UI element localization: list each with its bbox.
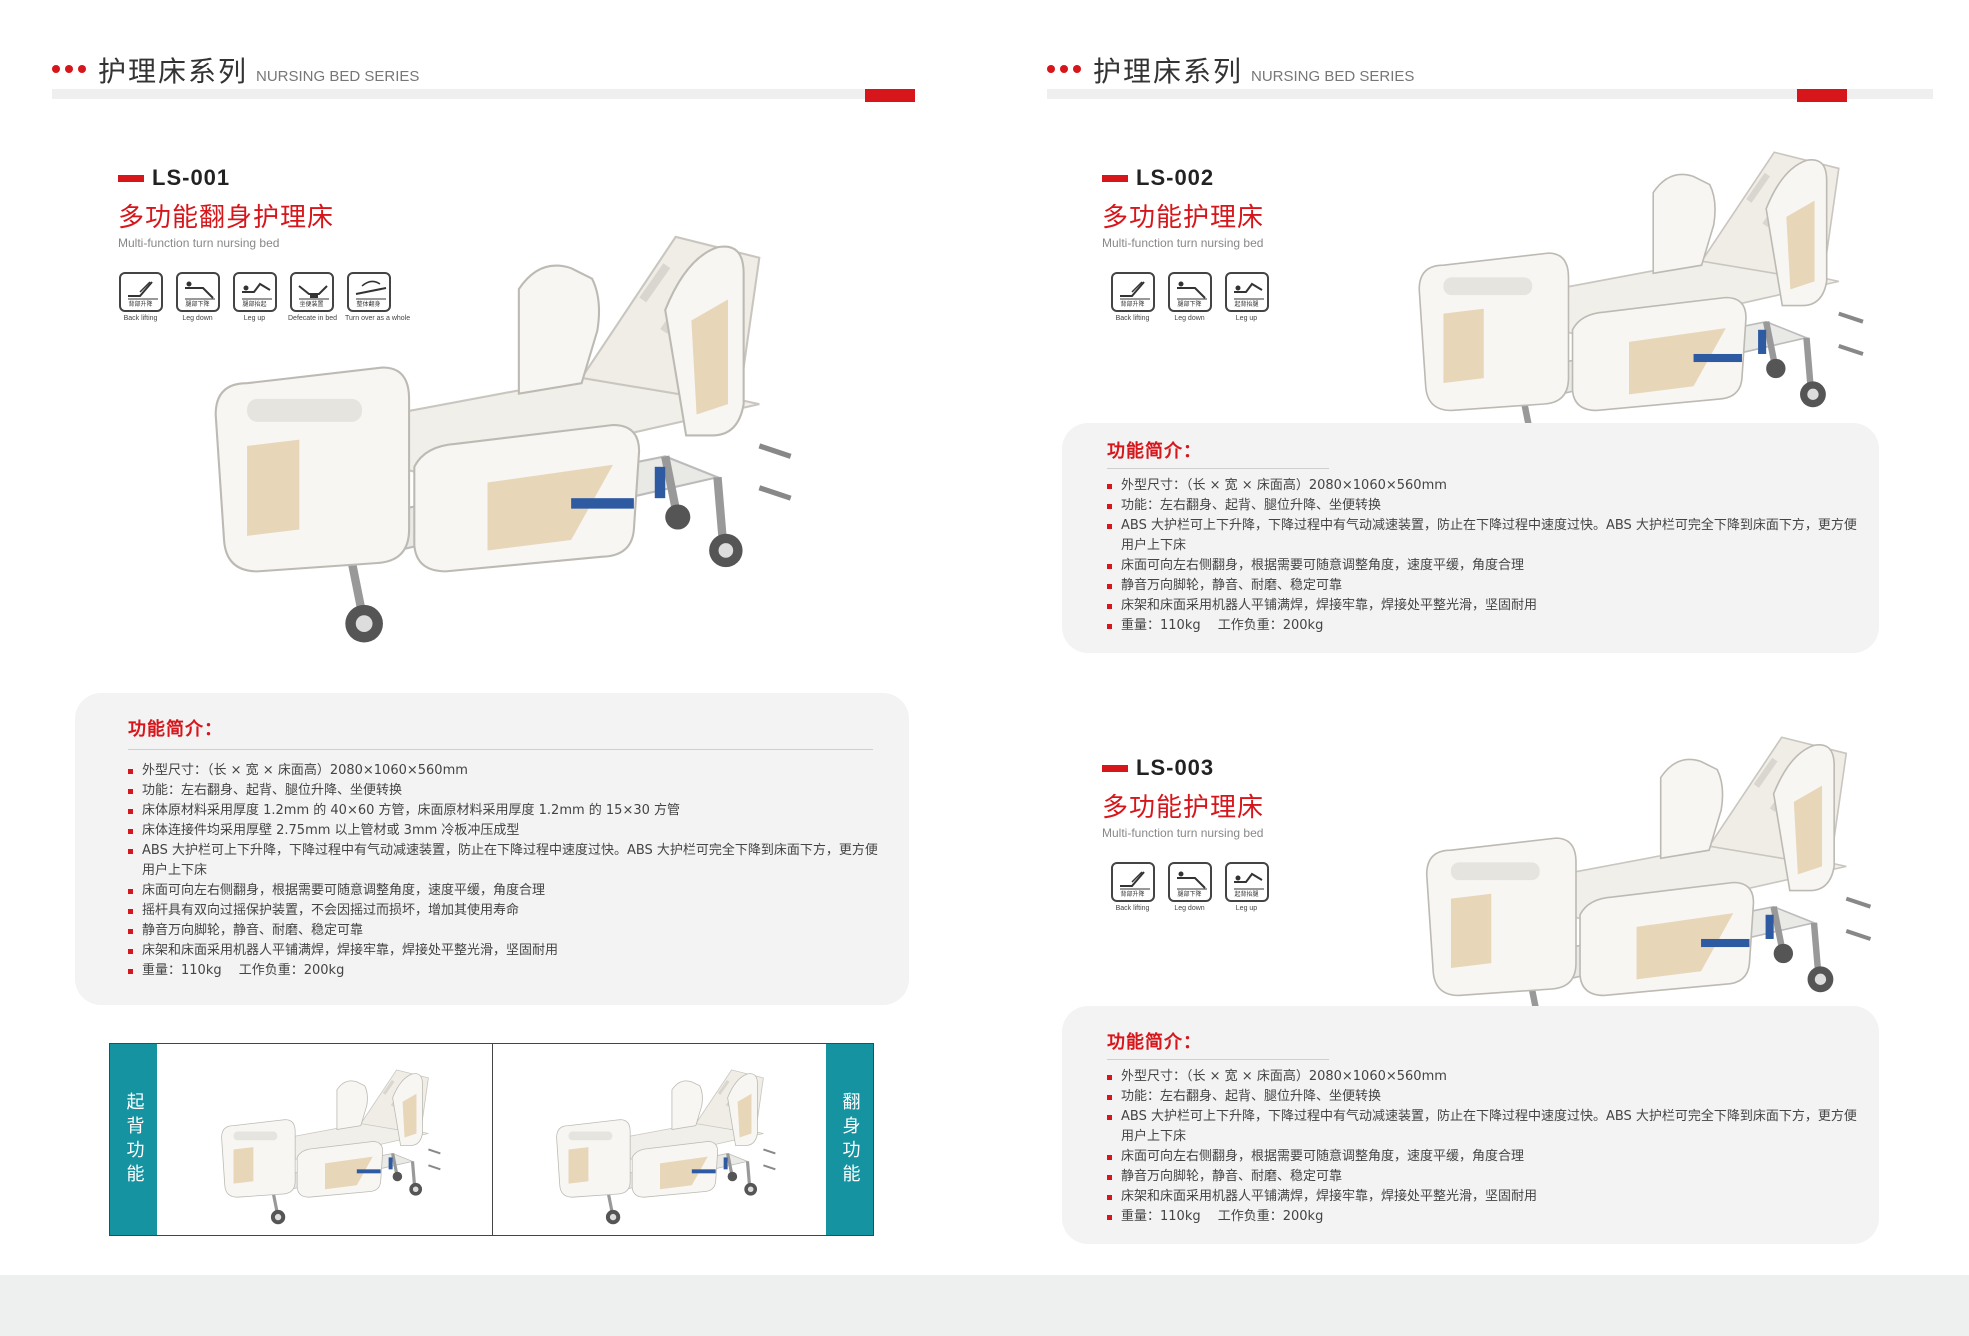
list-item: 静音万向脚轮，静音、耐磨、稳定可靠 — [128, 921, 878, 941]
feature-back-lifting: 背部升降 Back lifting — [1109, 272, 1156, 322]
left-page: 护理床系列 NURSING BED SERIES LS-001 多功能翻身护理床… — [0, 0, 984, 1275]
bed-image-ls001 — [115, 195, 860, 655]
model-name-en: Multi-function turn nursing bed — [1102, 236, 1264, 250]
series-title-cn: 护理床系列 — [98, 55, 249, 88]
series-dots-icon — [52, 65, 86, 73]
feature-back-lifting: 背部升降 Back lifting — [117, 272, 164, 322]
bed-image-ls002 — [1374, 120, 1884, 475]
list-item: 重量：110kg 工作负重：200kg — [1107, 616, 1862, 636]
series-title-en: NURSING BED SERIES — [256, 68, 420, 85]
list-item: 床体原材料采用厚度 1.2mm 的 40×60 方管，床面原材料采用厚度 1.2… — [128, 801, 878, 821]
list-item: 外型尺寸：（长 × 宽 × 床面高）2080×1060×560mm — [1107, 1067, 1862, 1087]
leg-down-icon — [1175, 278, 1209, 300]
feature-list: 外型尺寸：（长 × 宽 × 床面高）2080×1060×560mm 功能：左右翻… — [1107, 476, 1862, 636]
list-item: 功能：左右翻身、起背、腿位升降、坐便转换 — [1107, 496, 1862, 516]
list-item: 床架和床面采用机器人平铺满焊，焊接牢靠，焊接处平整光滑，坚固耐用 — [1107, 1187, 1862, 1207]
list-item: 重量：110kg 工作负重：200kg — [1107, 1207, 1862, 1227]
list-item: 功能：左右翻身、起背、腿位升降、坐便转换 — [1107, 1087, 1862, 1107]
tab-turn-function: 翻身功能 — [826, 1044, 873, 1235]
tab-back-function: 起背功能 — [110, 1044, 157, 1235]
list-item: 静音万向脚轮，静音、耐磨、稳定可靠 — [1107, 576, 1862, 596]
list-item: 床架和床面采用机器人平铺满焊，焊接牢靠，焊接处平整光滑，坚固耐用 — [1107, 596, 1862, 616]
feature-icons: 背部升降 Back lifting 腿部下降 Leg down 腿部抬起 Leg… — [117, 272, 410, 322]
bed-image-turn-over — [505, 1054, 815, 1229]
info-title: 功能简介： — [128, 719, 223, 740]
feature-list: 外型尺寸：（长 × 宽 × 床面高）2080×1060×560mm 功能：左右翻… — [128, 761, 878, 981]
list-item: 床架和床面采用机器人平铺满焊，焊接牢靠，焊接处平整光滑，坚固耐用 — [128, 941, 878, 961]
list-item: 重量：110kg 工作负重：200kg — [128, 961, 878, 981]
model-name-cn: 多功能翻身护理床 — [118, 203, 335, 233]
feature-leg-down: 腿部下降 Leg down — [1166, 862, 1213, 912]
info-title: 功能简介： — [1107, 1032, 1202, 1053]
series-bar — [52, 89, 915, 102]
list-item: ABS 大护栏可上下升降，下降过程中有气动减速装置，防止在下降过程中速度过快。A… — [128, 841, 878, 881]
info-title: 功能简介： — [1107, 441, 1202, 462]
model-code: LS-003 — [1136, 755, 1215, 780]
info-panel-ls003: 功能简介： 外型尺寸：（长 × 宽 × 床面高）2080×1060×560mm … — [1062, 1006, 1879, 1244]
function-strip: 起背功能 翻身功能 — [109, 1043, 874, 1236]
series-title-cn: 护理床系列 — [1093, 55, 1244, 88]
list-item: 床面可向左右侧翻身，根据需要可随意调整角度，速度平缓，角度合理 — [1107, 1147, 1862, 1167]
info-panel-ls001: 功能简介： 外型尺寸：（长 × 宽 × 床面高）2080×1060×560mm … — [75, 693, 909, 1005]
back-lifting-icon — [1118, 278, 1152, 300]
list-item: 床面可向左右侧翻身，根据需要可随意调整角度，速度平缓，角度合理 — [128, 881, 878, 901]
list-item: 外型尺寸：（长 × 宽 × 床面高）2080×1060×560mm — [1107, 476, 1862, 496]
series-header: 护理床系列 NURSING BED SERIES — [52, 50, 419, 90]
series-bar — [1047, 89, 1933, 102]
feature-leg-up: 起背抬腿 Leg up — [1223, 862, 1270, 912]
feature-leg-down: 腿部下降 Leg down — [174, 272, 221, 322]
list-item: ABS 大护栏可上下升降，下降过程中有气动减速装置，防止在下降过程中速度过快。A… — [1107, 1107, 1862, 1147]
feature-leg-up: 腿部抬起 Leg up — [231, 272, 278, 322]
model-ls003: LS-003 多功能护理床 Multi-function turn nursin… — [1102, 755, 1264, 840]
list-item: 床体连接件均采用厚壁 2.75mm 以上管材或 3mm 冷板冲压成型 — [128, 821, 878, 841]
list-item: 功能：左右翻身、起背、腿位升降、坐便转换 — [128, 781, 878, 801]
model-code: LS-001 — [152, 165, 231, 190]
feature-back-lifting: 背部升降 Back lifting — [1109, 862, 1156, 912]
model-name-cn: 多功能护理床 — [1102, 793, 1265, 823]
leg-up-icon — [1232, 278, 1266, 300]
model-name-cn: 多功能护理床 — [1102, 203, 1265, 233]
model-name-en: Multi-function turn nursing bed — [118, 236, 280, 250]
feature-icons: 背部升降 Back lifting 腿部下降 Leg down 起背抬腿 Leg… — [1109, 862, 1270, 912]
model-name-en: Multi-function turn nursing bed — [1102, 826, 1264, 840]
feature-list: 外型尺寸：（长 × 宽 × 床面高）2080×1060×560mm 功能：左右翻… — [1107, 1067, 1862, 1227]
list-item: 床面可向左右侧翻身，根据需要可随意调整角度，速度平缓，角度合理 — [1107, 556, 1862, 576]
model-code: LS-002 — [1136, 165, 1215, 190]
footer-band — [0, 1275, 1969, 1336]
series-dots-icon — [1047, 65, 1081, 73]
list-item: ABS 大护栏可上下升降，下降过程中有气动减速装置，防止在下降过程中速度过快。A… — [1107, 516, 1862, 556]
bed-image-back-lifting — [170, 1054, 480, 1229]
feature-turn-over: 整体翻身 Turn over as a whole — [345, 272, 410, 322]
series-title-en: NURSING BED SERIES — [1251, 68, 1415, 85]
list-item: 摇杆具有双向过摇保护装置，不会因摇过而损坏，增加其使用寿命 — [128, 901, 878, 921]
leg-up-icon — [1232, 868, 1266, 890]
back-lifting-icon — [1118, 868, 1152, 890]
leg-down-icon — [1175, 868, 1209, 890]
right-page: 护理床系列 NURSING BED SERIES LS-002 多功能护理床 M… — [984, 0, 1969, 1275]
model-ls001: LS-001 多功能翻身护理床 Multi-function turn nurs… — [118, 165, 334, 250]
feature-defecate: 坐便装置 Defecate in bed — [288, 272, 337, 322]
list-item: 静音万向脚轮，静音、耐磨、稳定可靠 — [1107, 1167, 1862, 1187]
feature-leg-up: 起背抬腿 Leg up — [1223, 272, 1270, 322]
feature-icons: 背部升降 Back lifting 腿部下降 Leg down 起背抬腿 Leg… — [1109, 272, 1270, 322]
model-ls002: LS-002 多功能护理床 Multi-function turn nursin… — [1102, 165, 1264, 250]
feature-leg-down: 腿部下降 Leg down — [1166, 272, 1213, 322]
list-item: 外型尺寸：（长 × 宽 × 床面高）2080×1060×560mm — [128, 761, 878, 781]
series-header: 护理床系列 NURSING BED SERIES — [1047, 50, 1414, 90]
info-panel-ls002: 功能简介： 外型尺寸：（长 × 宽 × 床面高）2080×1060×560mm … — [1062, 423, 1879, 653]
